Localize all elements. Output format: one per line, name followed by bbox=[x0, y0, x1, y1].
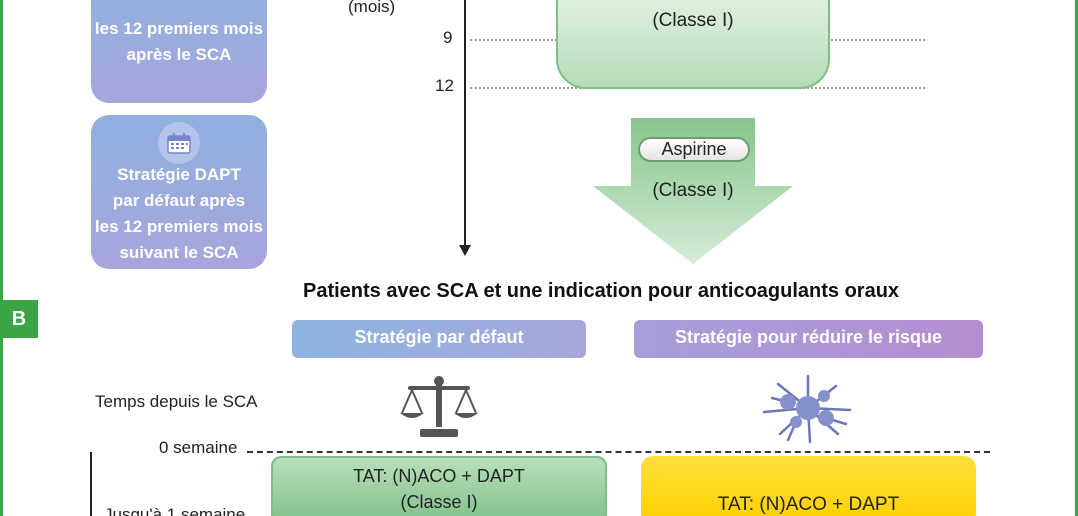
timeline-tick-9: 9 bbox=[443, 28, 453, 47]
panel-b-time-axis bbox=[90, 452, 92, 516]
side-box-12-months: p les 12 premiers mois après le SCA bbox=[91, 0, 267, 103]
timeline-tick-12: 12 bbox=[435, 76, 454, 95]
calendar-icon bbox=[158, 122, 200, 164]
timeline-unit-label: (mois) bbox=[348, 0, 396, 16]
aspirin-pill-label: Aspirine bbox=[638, 137, 750, 162]
frame-right-border bbox=[1075, 0, 1078, 516]
tat-ischemic-box: TAT: (N)ACO + DAPT bbox=[641, 456, 976, 516]
dapt-green-box-class: (Classe I) bbox=[652, 10, 734, 31]
side-box-1-line-3: après le SCA bbox=[126, 45, 232, 64]
panel-b-badge: B bbox=[0, 300, 38, 338]
panel-b-title: Patients avec SCA et une indication pour… bbox=[303, 280, 900, 302]
side-box-1-line-2: les 12 premiers mois bbox=[94, 19, 264, 38]
ischemic-strategy-header: Stratégie pour réduire le risque ischémi… bbox=[634, 320, 983, 381]
default-strategy-header: Stratégie par défaut bbox=[292, 320, 586, 358]
tat-default-line-2: (Classe I) bbox=[400, 492, 478, 512]
frame-left-border bbox=[0, 0, 3, 516]
zero-week-label: 0 semaine bbox=[159, 438, 238, 457]
side-box-default-dapt: Stratégie DAPT par défaut après les 12 p… bbox=[91, 115, 267, 269]
aspirin-class-text: (Classe I) bbox=[652, 180, 734, 201]
platelet-cluster-icon bbox=[762, 374, 852, 444]
tat-default-box: TAT: (N)ACO + DAPT (Classe I) bbox=[271, 456, 607, 516]
side-box-2-line-4: suivant le SCA bbox=[119, 243, 239, 262]
timeline-axis bbox=[464, 0, 466, 248]
one-week-label: Jusqu'à 1 semaine bbox=[104, 505, 246, 516]
dapt-green-box: (Classe I) bbox=[556, 0, 830, 89]
zero-week-dashed-line bbox=[247, 451, 990, 453]
balance-scale-icon bbox=[400, 376, 478, 437]
side-box-2-line-3: les 12 premiers mois bbox=[94, 217, 264, 236]
tat-ischemic-line-1: TAT: (N)ACO + DAPT bbox=[717, 494, 900, 515]
side-box-2-line-1: Stratégie DAPT bbox=[117, 165, 241, 184]
side-box-2-line-2: par défaut après bbox=[112, 191, 246, 210]
time-since-sca-label: Temps depuis le SCA bbox=[95, 392, 258, 411]
tat-default-line-1: TAT: (N)ACO + DAPT bbox=[353, 466, 525, 486]
timeline-arrowhead bbox=[459, 245, 471, 256]
